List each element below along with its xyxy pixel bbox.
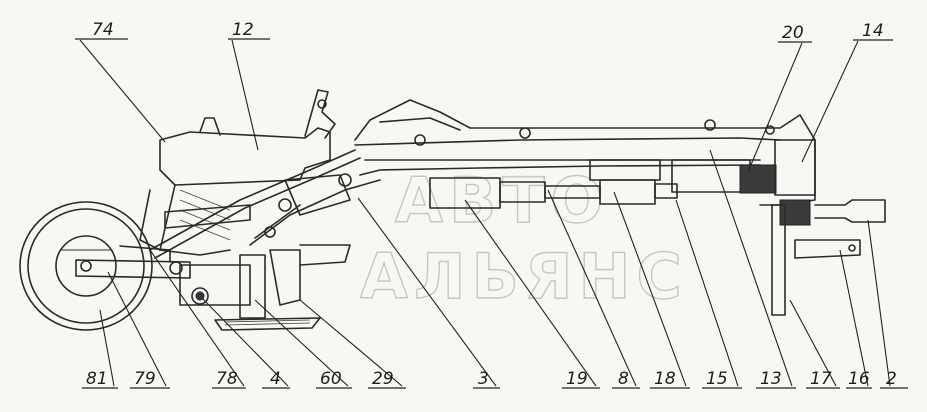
linkage [149, 149, 381, 259]
callout-14: 14 [862, 21, 884, 41]
main-beam [354, 99, 816, 206]
cylinder-assembly [429, 159, 777, 209]
callout-79: 79 [134, 369, 156, 389]
watermark-line2: АЛЬЯНС [360, 240, 688, 313]
callout-16: 16 [848, 369, 870, 389]
callout-81: 81 [86, 369, 108, 389]
callout-20: 20 [782, 23, 804, 43]
callout-17: 17 [810, 369, 832, 389]
callout-19: 19 [566, 369, 588, 389]
wheel-arm [75, 245, 191, 279]
callout-18: 18 [654, 369, 676, 389]
callout-labels: 74 12 20 14 81 79 78 4 60 29 3 19 8 18 1… [86, 20, 897, 389]
callout-15: 15 [706, 369, 728, 389]
callout-74: 74 [92, 20, 114, 40]
watermark-line1: АВТО [395, 164, 609, 237]
callout-13: 13 [760, 369, 782, 389]
callout-60: 60 [320, 369, 342, 389]
leader-lines [75, 38, 908, 389]
top-lever [304, 89, 336, 139]
callout-4: 4 [270, 369, 281, 389]
callout-8: 8 [618, 369, 629, 389]
wheel [19, 201, 153, 331]
rear-hitch [771, 139, 886, 316]
hopper-frame [139, 117, 331, 256]
callout-29: 29 [372, 369, 394, 389]
watermark: АВТО АЛЬЯНС [359, 163, 688, 313]
callout-12: 12 [232, 20, 254, 40]
callout-78: 78 [216, 369, 238, 389]
lower-mechanism [179, 244, 351, 331]
callout-3: 3 [478, 369, 489, 389]
callout-2: 2 [886, 369, 897, 389]
